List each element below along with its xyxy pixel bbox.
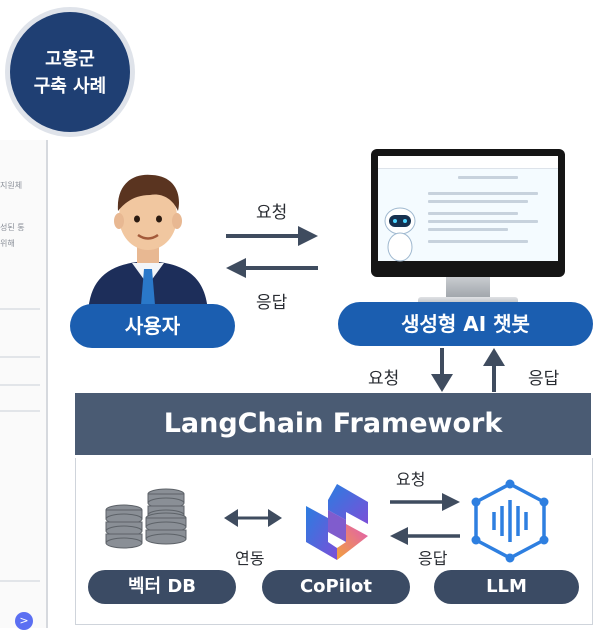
- monitor-stand: [446, 277, 490, 299]
- llm-request-response-arrows-icon: [390, 493, 460, 545]
- background-page: 지원체 성된 통 위해: [0, 140, 48, 628]
- background-text: 지원체: [0, 181, 23, 190]
- copilot-label: CoPilot: [262, 570, 410, 604]
- robot-icon: [384, 207, 416, 262]
- top-request-label: 요청: [256, 203, 288, 223]
- badge-line-2: 구축 사례: [33, 76, 107, 97]
- mid-request-label: 요청: [368, 369, 400, 389]
- link-label: 연동: [235, 549, 265, 568]
- next-arrow-icon[interactable]: >: [15, 612, 33, 630]
- user-avatar-icon: [88, 174, 208, 313]
- vertical-arrows-icon: [431, 348, 505, 392]
- langchain-framework-bar: LangChain Framework: [75, 393, 591, 455]
- user-label: 사용자: [70, 304, 235, 348]
- bottom-response-label: 응답: [418, 549, 448, 568]
- bottom-request-label: 요청: [396, 470, 426, 489]
- case-badge: 고흥군 구축 사례: [10, 12, 130, 132]
- background-text: 위해: [0, 239, 15, 248]
- llm-label: LLM: [434, 570, 579, 604]
- database-icon: [105, 488, 187, 549]
- badge-line-1: 고흥군: [45, 49, 95, 70]
- request-response-arrows-icon: [226, 226, 318, 278]
- background-text: 성된 통: [0, 223, 25, 232]
- top-response-label: 응답: [256, 293, 288, 313]
- link-arrow-icon: [224, 509, 282, 527]
- copilot-logo-icon: [306, 484, 368, 560]
- monitor-base: [418, 297, 518, 305]
- mid-response-label: 응답: [528, 369, 560, 389]
- llm-network-icon: [471, 479, 549, 563]
- chatbot-label: 생성형 AI 챗봇: [338, 302, 593, 346]
- vector-db-label: 벡터 DB: [88, 570, 236, 604]
- chatbot-screen: [378, 156, 558, 261]
